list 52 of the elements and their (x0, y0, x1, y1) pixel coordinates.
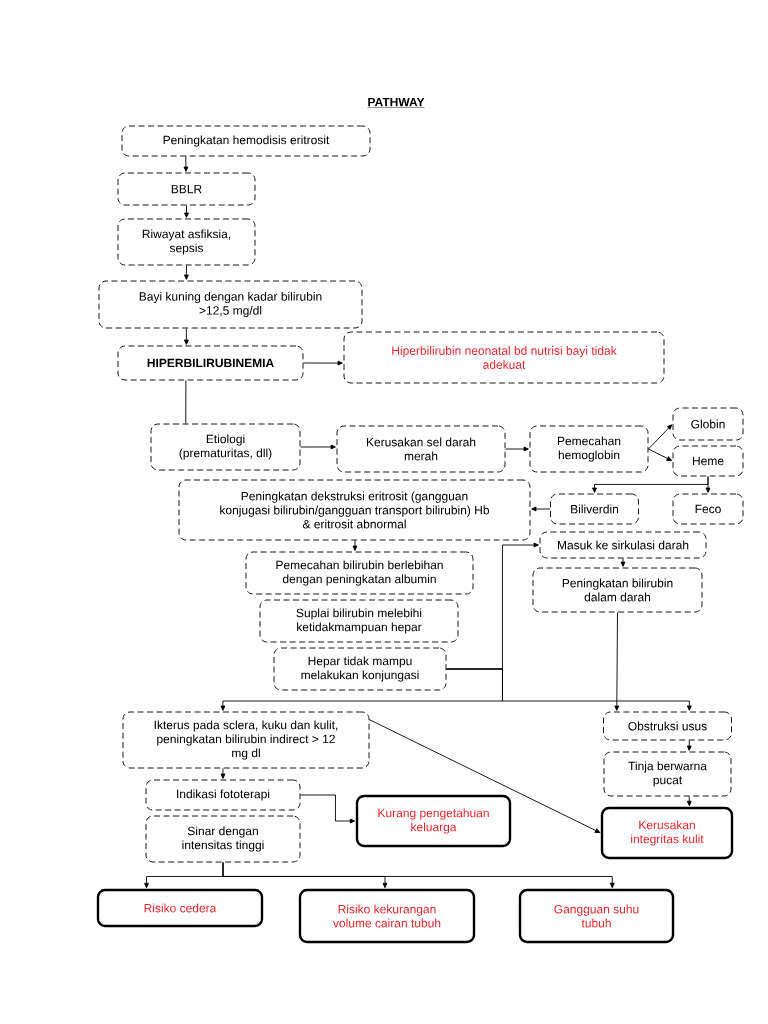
title: PATHWAY (367, 97, 425, 108)
arrow (303, 360, 343, 366)
process-box: Obstruksi usus (603, 711, 732, 741)
process-box: Peningkatan bilirubin dalam darah (532, 567, 703, 613)
process-box: Sinar dengan intensitas tinggi (145, 815, 301, 863)
arrow (352, 540, 358, 551)
arrow (648, 424, 673, 450)
arrow (705, 476, 711, 493)
arrow (686, 796, 692, 807)
process-box: Ikterus pada sclera, kuku dan kulit, peningkatan bilirubin indirect > 12 mg dl (122, 711, 370, 769)
arrow (686, 740, 692, 751)
arrow (184, 328, 189, 345)
process-box: HIPERBILIRUBINEMIA (117, 345, 304, 381)
arrow (300, 444, 336, 450)
arrow (648, 448, 672, 461)
process-box: Peningkatan dekstruksi eritrosit (gangguan konjugasi bilirubin/gangguan transport bilirubin) Hb & eritrosit abnormal (178, 479, 531, 541)
problem-box: Risiko cedera (96, 888, 264, 928)
process-box: Masuk ke sirkulasi darah (539, 531, 707, 559)
process-box: Globin (672, 407, 744, 441)
process-box: Hiperbilirubin neonatal bd nutrisi bayi tidak adekuat (343, 331, 665, 384)
process-box: Biliverdin (550, 493, 639, 525)
process-box: Indikasi fototerapi (145, 779, 301, 811)
arrow (183, 156, 189, 172)
process-box: Feco (672, 493, 744, 525)
process-box: Riwayat asfiksia, sepsis (117, 218, 256, 266)
arrow (446, 668, 692, 711)
arrow (369, 719, 601, 833)
arrow (300, 794, 356, 824)
arrow (184, 205, 189, 218)
problem-box: Risiko kekurangan volume cairan tubuh (298, 888, 476, 944)
process-box: Peningkatan hemodisis eritrosit (121, 125, 371, 157)
process-box: Heme (672, 445, 744, 477)
process-box: BBLR (117, 172, 256, 206)
arrow (220, 768, 226, 779)
process-box: Tinja berwarna pucat (603, 751, 732, 797)
arrow (620, 558, 626, 567)
connector-line (185, 380, 187, 424)
arrow (505, 446, 529, 452)
process-box: Suplai bilirubin melebihi ketidakmampuan hepar (259, 599, 459, 643)
arrow (614, 612, 620, 711)
problem-box: Kurang pengetahuan keluarga (355, 794, 512, 848)
process-box: Kerusakan sel darah merah (336, 425, 506, 473)
process-box: Hepar tidak mampu melakukan konjungasi (273, 647, 447, 691)
arrow (531, 506, 551, 512)
arrow (184, 265, 189, 280)
problem-box: Kerusakan integritas kulit (600, 806, 734, 860)
process-box: Pemecahan hemoglobin (529, 425, 649, 473)
arrow (222, 862, 615, 889)
process-box: Pemecahan bilirubin berlebihan dengan peningkatan albumin (245, 551, 474, 595)
problem-box: Gangguan suhu tubuh (518, 888, 675, 944)
process-box: Etiologi (prematuritas, dll) (150, 423, 301, 471)
process-box: Bayi kuning dengan kadar bilirubin >12,5 mg/dl (98, 280, 363, 329)
